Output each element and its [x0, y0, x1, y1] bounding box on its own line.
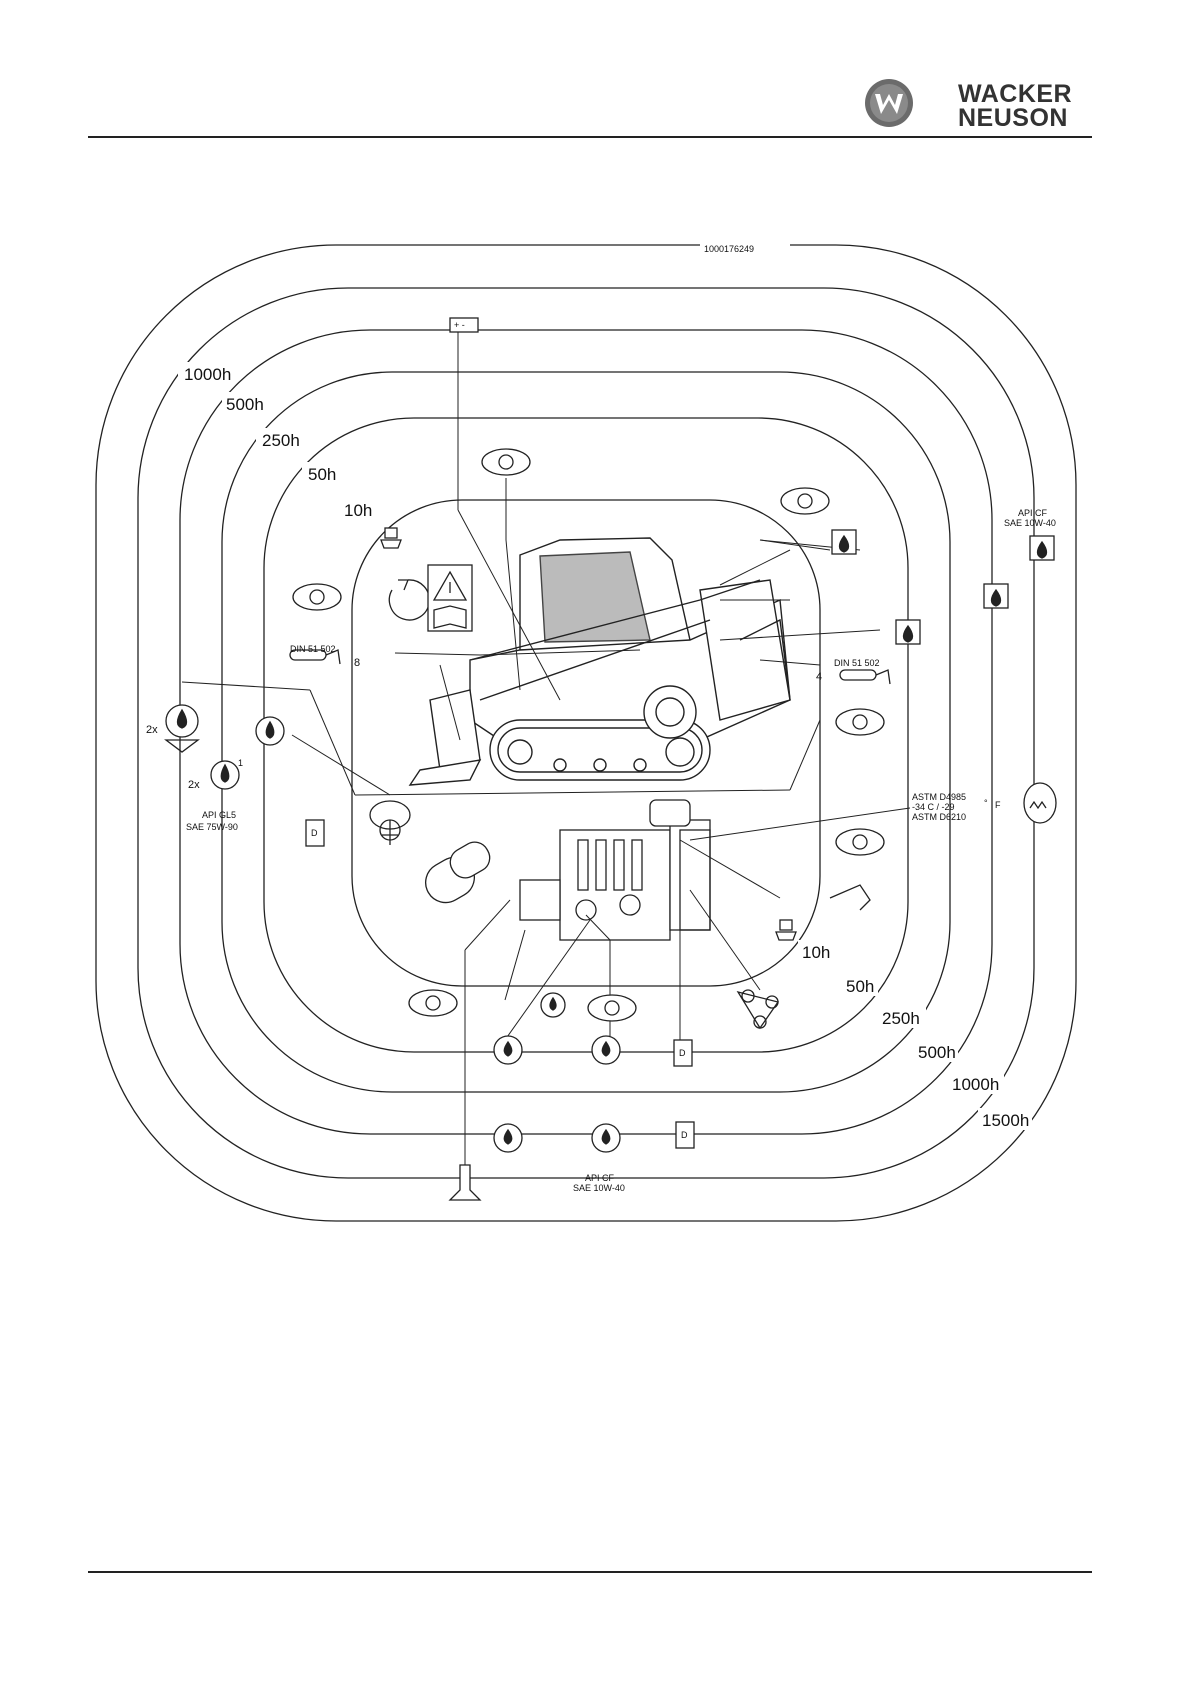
interval-label-1500h-right: 1500h [982, 1111, 1029, 1130]
drain-valve-icon [450, 1165, 480, 1200]
astm-d6210-label: ASTM D6210 [912, 812, 966, 822]
grease-gun-icon [840, 670, 890, 684]
engine-oil-icon [592, 1036, 620, 1064]
astm-temp-label: -34 C / -29 [912, 802, 955, 812]
air-filter-icon [418, 837, 494, 910]
interval-label-1000h-left: 1000h [184, 365, 231, 384]
fuel-pump-icon: D [306, 820, 324, 846]
inspect-eye-icon [482, 449, 530, 475]
warning-manual-icon [428, 565, 472, 631]
interval-label-10h-right: 10h [802, 943, 830, 962]
interval-label-250h-right: 250h [882, 1009, 920, 1028]
hydraulic-oil-icon [984, 584, 1008, 608]
gear-oil-icon [166, 705, 198, 752]
din-left-count: 8 [354, 657, 360, 669]
interval-label-1000h-right: 1000h [952, 1075, 999, 1094]
coolant-icon [1024, 783, 1056, 823]
sae-bottom-label: SAE 10W-40 [573, 1183, 625, 1193]
api-cf-top-label: API CF [1018, 508, 1048, 518]
hydraulic-oil-icon [896, 620, 920, 644]
fuel-filter-icon [370, 801, 410, 845]
note-1: 1 [238, 758, 243, 768]
sae-75w90-label: SAE 75W-90 [186, 822, 238, 832]
svg-text:D: D [311, 828, 318, 838]
fuel-pump-icon: D [674, 1040, 692, 1066]
interval-label-50h-left: 50h [308, 465, 336, 484]
interval-label-50h-right: 50h [846, 977, 874, 996]
api-gl5-label: API GL5 [202, 810, 236, 820]
sae-top-label: SAE 10W-40 [1004, 518, 1056, 528]
degree-sign: ° [984, 798, 988, 808]
fuel-pump-icon: D [676, 1122, 694, 1148]
rotation-arrow-icon [389, 580, 429, 620]
interval-label-500h-left: 500h [226, 395, 264, 414]
api-cf-bottom-label: API CF [585, 1173, 615, 1183]
inspect-eye-icon [836, 829, 884, 855]
gear-oil-icon [211, 761, 239, 789]
inspect-eye-icon [409, 990, 457, 1016]
interval-label-250h-left: 250h [262, 431, 300, 450]
engine-oil-icon [494, 1036, 522, 1064]
svg-text:D: D [681, 1130, 688, 1140]
astm-d4985-label: ASTM D4985 [912, 792, 966, 802]
hydraulic-oil-icon [832, 530, 856, 554]
fahrenheit-label: F [995, 800, 1001, 810]
footer-rule [88, 1571, 1092, 1573]
gear-oil-icon [256, 717, 284, 745]
inspect-eye-icon [588, 995, 636, 1021]
grease-nipple-icon [381, 528, 401, 548]
grease-nipple-icon [776, 920, 796, 940]
engine-icon [520, 800, 710, 940]
interval-label-500h-right: 500h [918, 1043, 956, 1062]
engine-oil-icon [541, 993, 565, 1017]
drawing-number: 1000176249 [704, 244, 754, 254]
din-right-count: 4 [816, 671, 822, 683]
battery-terminals: + - [454, 320, 465, 330]
din-right-label: DIN 51 502 [834, 658, 880, 668]
engine-oil-icon [494, 1124, 522, 1152]
hydraulic-oil-icon [1030, 536, 1054, 560]
engine-oil-icon [592, 1124, 620, 1152]
qty-2x-b: 2x [188, 779, 200, 791]
battery-icon: + - [450, 318, 478, 332]
interval-label-10h-left: 10h [344, 501, 372, 520]
inspect-eye-icon [781, 488, 829, 514]
svg-text:D: D [679, 1048, 686, 1058]
inspect-eye-icon [293, 584, 341, 610]
grease-gun-icon [830, 885, 870, 910]
v-belt-icon [738, 990, 778, 1028]
qty-2x-a: 2x [146, 724, 158, 736]
inspect-eye-icon [836, 709, 884, 735]
din-left-label: DIN 51 502 [290, 644, 336, 654]
